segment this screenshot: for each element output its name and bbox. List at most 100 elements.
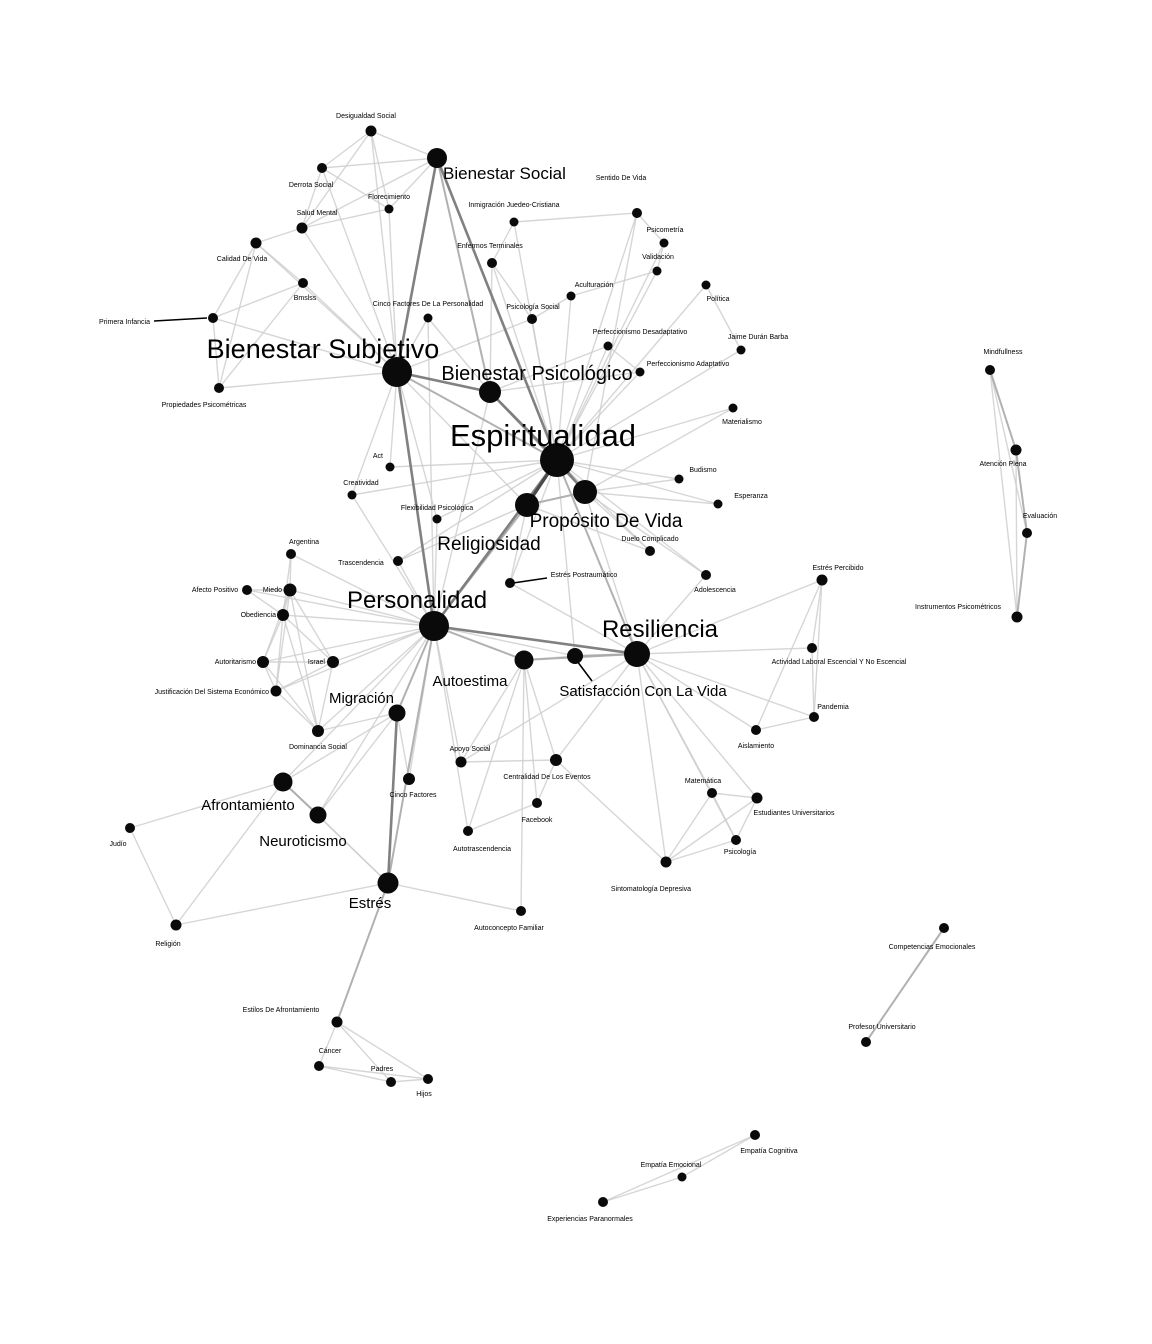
graph-node-label-bienestar_subjetivo: Bienestar Subjetivo (207, 334, 440, 364)
graph-edge-bienestar_psicologico--personalidad (433, 391, 491, 627)
graph-node-migracion (388, 704, 406, 722)
graph-node-derrota_social (317, 163, 327, 173)
graph-edge-bienestar_social--espiritualidad (435, 157, 559, 461)
graph-edge-israel--justificacion_sistema_economico (275, 661, 334, 692)
graph-node-label-inmigracion_judeo_cristiana: Inmigración Juedeo-Cristiana (468, 202, 559, 209)
graph-edge-migracion--neuroticismo (317, 712, 398, 816)
graph-node-hijos (423, 1074, 433, 1084)
graph-node-obediencia (277, 609, 289, 621)
graph-edge-bienestar_social--bienestar_subjetivo (395, 157, 439, 373)
graph-node-autotrascendencia (463, 826, 473, 836)
graph-edge-empatia_emocional--experiencias_paranormales (602, 1176, 683, 1203)
graph-edge-espiritualidad--resiliencia (556, 459, 638, 655)
graph-edge-materialismo--proposito_de_vida (584, 407, 734, 493)
graph-edge-personalidad--satisfaccion_con_la_vida (433, 625, 576, 657)
graph-edge-personalidad--autotrascendencia (433, 625, 469, 832)
graph-node-label-adolescencia: Adolescencia (694, 587, 736, 594)
graph-node-label-estres_postraumatico: Estrés Postraumático (551, 572, 618, 579)
graph-node-label-duelo_complicado: Duelo Complicado (621, 536, 678, 543)
graph-node-label-afecto_positivo: Afecto Positivo (192, 587, 238, 594)
graph-edge-atencion_plena--instrumentos_psicometricos (1015, 449, 1018, 618)
graph-node-label-estres_percibido: Estrés Percibido (813, 565, 864, 572)
graph-edge-derrota_social--florecimiento (321, 167, 390, 210)
graph-edge-derrota_social--bienestar_subjetivo (321, 167, 398, 373)
graph-edge-desigualdad_social--salud_mental (301, 130, 372, 229)
graph-edge-migracion--afrontamiento (282, 712, 398, 783)
graph-node-label-autoritarismo: Autoritarismo (215, 659, 256, 666)
graph-node-label-instrumentos_psicometricos: Instrumentos Psicométricos (915, 604, 1001, 611)
graph-edge-cancer--hijos (318, 1065, 429, 1080)
graph-node-estilos_de_afrontamiento (331, 1016, 343, 1028)
graph-edge-primera_infancia--bienestar_subjetivo (212, 317, 398, 373)
graph-edge-desigualdad_social--derrota_social (321, 130, 372, 169)
graph-node-inmigracion_judeo_cristiana (509, 217, 519, 227)
graph-edge-florecimiento--bienestar_social (388, 157, 438, 210)
graph-node-label-propiedades_psicometricas: Propiedades Psicométricas (162, 402, 247, 409)
graph-edge-flexibilidad_psicologica--bienestar_subjetivo (396, 371, 438, 520)
graph-edge-apoyo_social--centralidad_de_los_eventos (460, 759, 557, 763)
graph-edge-personalidad--afrontamiento (282, 625, 435, 783)
graph-node-espiritualidad (540, 443, 574, 477)
graph-node-label-matematica: Matemática (685, 778, 721, 785)
graph-node-primera_infancia (208, 313, 218, 323)
graph-node-label-estudiantes_universitarios: Estudiantes Universitarios (754, 810, 835, 817)
graph-edge-sentido_de_vida--inmigracion_judeo_cristiana (513, 212, 638, 223)
graph-edge-salud_mental--florecimiento (301, 208, 390, 229)
graph-node-label-derrota_social: Derrota Social (289, 182, 334, 189)
graph-edge-estres_postraumatico--resiliencia (509, 582, 638, 655)
graph-edge-resiliencia--pandemia (636, 653, 815, 718)
graph-node-label-migracion: Migración (329, 690, 394, 707)
graph-edge-religiosidad--bienestar_subjetivo (396, 371, 528, 506)
graph-node-label-facebook: Facebook (522, 817, 553, 824)
graph-edge-miedo--dominancia_social (289, 589, 319, 732)
graph-node-label-espiritualidad: Espiritualidad (450, 418, 636, 453)
graph-node-label-calidad_de_vida: Calidad De Vida (217, 256, 268, 263)
graph-edge-budismo--espiritualidad (556, 459, 680, 480)
graph-edge-personalidad--dominancia_social (317, 625, 435, 732)
graph-node-estres (377, 872, 399, 894)
graph-node-satisfaccion_con_la_vida (567, 648, 583, 664)
graph-edge-espiritualidad--bienestar_subjetivo (396, 371, 558, 461)
graph-edge-resiliencia--aislamiento (636, 653, 757, 731)
graph-edge-autoestima--facebook (523, 659, 538, 804)
graph-node-label-obediencia: Obediencia (241, 612, 277, 619)
graph-edge-inmigracion_judeo_cristiana--enfermos_terminales (491, 221, 515, 264)
graph-edge-obediencia--dominancia_social (282, 614, 319, 732)
graph-node-resiliencia (624, 641, 650, 667)
graph-node-aislamiento (751, 725, 761, 735)
graph-edge-duelo_complicado--religiosidad (526, 504, 651, 552)
graph-node-centralidad_de_los_eventos (550, 754, 562, 766)
graph-edge-trascendencia--espiritualidad (397, 459, 558, 562)
graph-node-label-cinco_factores: Cinco Factores (389, 792, 437, 799)
graph-edge-adolescencia--resiliencia (636, 574, 707, 655)
graph-node-salud_mental (296, 222, 308, 234)
graph-node-label-competencias_emocionales: Competencias Emocionales (889, 944, 976, 951)
graph-node-label-padres: Padres (371, 1066, 394, 1073)
graph-node-autoconcepto_familiar (516, 906, 526, 916)
graph-edge-resiliencia--estres_percibido (636, 579, 823, 655)
graph-node-label-centralidad_de_los_eventos: Centralidad De Los Eventos (503, 774, 591, 781)
graph-node-label-validacion: Validación (642, 254, 674, 261)
graph-node-label-psicometria: Psicometría (647, 227, 684, 234)
graph-node-desigualdad_social (365, 125, 377, 137)
graph-edge-adolescencia--proposito_de_vida (584, 491, 707, 576)
graph-node-cancer (314, 1061, 324, 1071)
graph-node-label-experiencias_paranormales: Experiencias Paranormales (547, 1216, 633, 1223)
graph-node-sintomatologia_depresiva (660, 856, 672, 868)
graph-edge-personalidad--autoestima (433, 625, 525, 661)
graph-edge-propiedades_psicometricas--primera_infancia (212, 317, 220, 389)
graph-edge-desigualdad_social--bienestar_social (370, 130, 438, 159)
graph-edge-propiedades_psicometricas--bienestar_subjetivo (218, 371, 398, 389)
graph-node-act (385, 462, 395, 472)
graph-edge-facebook--autotrascendencia (467, 802, 538, 832)
graph-node-psicologia_social (527, 314, 537, 324)
graph-node-label-psicologia: Psicología (724, 849, 756, 856)
graph-node-label-aculturacion: Aculturación (575, 282, 614, 289)
graph-node-pandemia (809, 712, 819, 722)
graph-node-creatividad (347, 490, 357, 500)
graph-edge-personalidad--autoritarismo (262, 625, 435, 663)
graph-node-label-actividad_laboral: Actividad Laboral Escencial Y No Escenci… (772, 659, 907, 666)
graph-node-label-sintomatologia_depresiva: Sintomatología Depresiva (611, 886, 691, 893)
graph-edge-perfeccionismo_adaptativo--bienestar_psicologico (489, 371, 641, 393)
graph-edge-estres--neuroticismo (317, 814, 389, 884)
